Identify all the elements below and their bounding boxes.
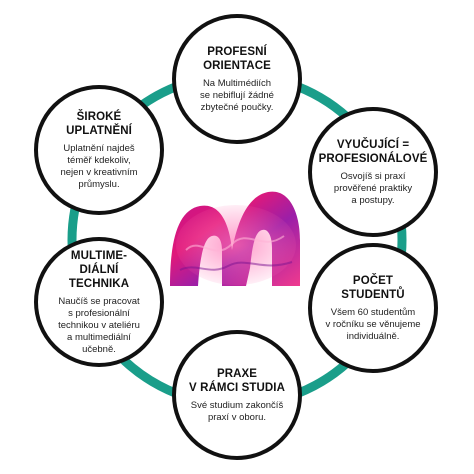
multimedia-m-logo-icon bbox=[170, 191, 300, 286]
node-text: Všem 60 studentům v ročníku se věnujeme … bbox=[325, 306, 421, 342]
node-multimedialni-technika: MULTIME- DIÁLNÍ TECHNIKA Naučíš se praco… bbox=[34, 237, 164, 367]
node-title: ŠIROKÉ UPLATNĚNÍ bbox=[66, 110, 132, 137]
node-text: Naučíš se pracovat s profesionální techn… bbox=[58, 295, 140, 355]
node-text: Své studium zakončíš praxí v oboru. bbox=[190, 399, 284, 423]
node-title: VYUČUJÍCÍ = PROFESIONÁLOVÉ bbox=[318, 138, 428, 165]
node-praxe-v-ramci-studia: PRAXE V RÁMCI STUDIA Své studium zakončí… bbox=[172, 330, 302, 460]
node-title: POČET STUDENTŮ bbox=[341, 274, 405, 301]
node-title: PRAXE V RÁMCI STUDIA bbox=[189, 367, 285, 394]
node-profesni-orientace: PROFESNÍ ORIENTACE Na Multimédiích se ne… bbox=[172, 14, 302, 144]
node-text: Uplatnění najdeš téměř kdekoliv, nejen v… bbox=[60, 142, 138, 190]
node-text: Osvojíš si praxí prověřené praktiky a po… bbox=[333, 170, 413, 206]
node-title: MULTIME- DIÁLNÍ TECHNIKA bbox=[68, 249, 130, 290]
node-vyucujici-profesionalove: VYUČUJÍCÍ = PROFESIONÁLOVÉ Osvojíš si pr… bbox=[308, 107, 438, 237]
node-title: PROFESNÍ ORIENTACE bbox=[203, 45, 271, 72]
node-siroke-uplatneni: ŠIROKÉ UPLATNĚNÍ Uplatnění najdeš téměř … bbox=[34, 85, 164, 215]
node-text: Na Multimédiích se nebiflují žádné zbyte… bbox=[200, 77, 274, 113]
node-pocet-studentu: POČET STUDENTŮ Všem 60 studentům v roční… bbox=[308, 243, 438, 373]
